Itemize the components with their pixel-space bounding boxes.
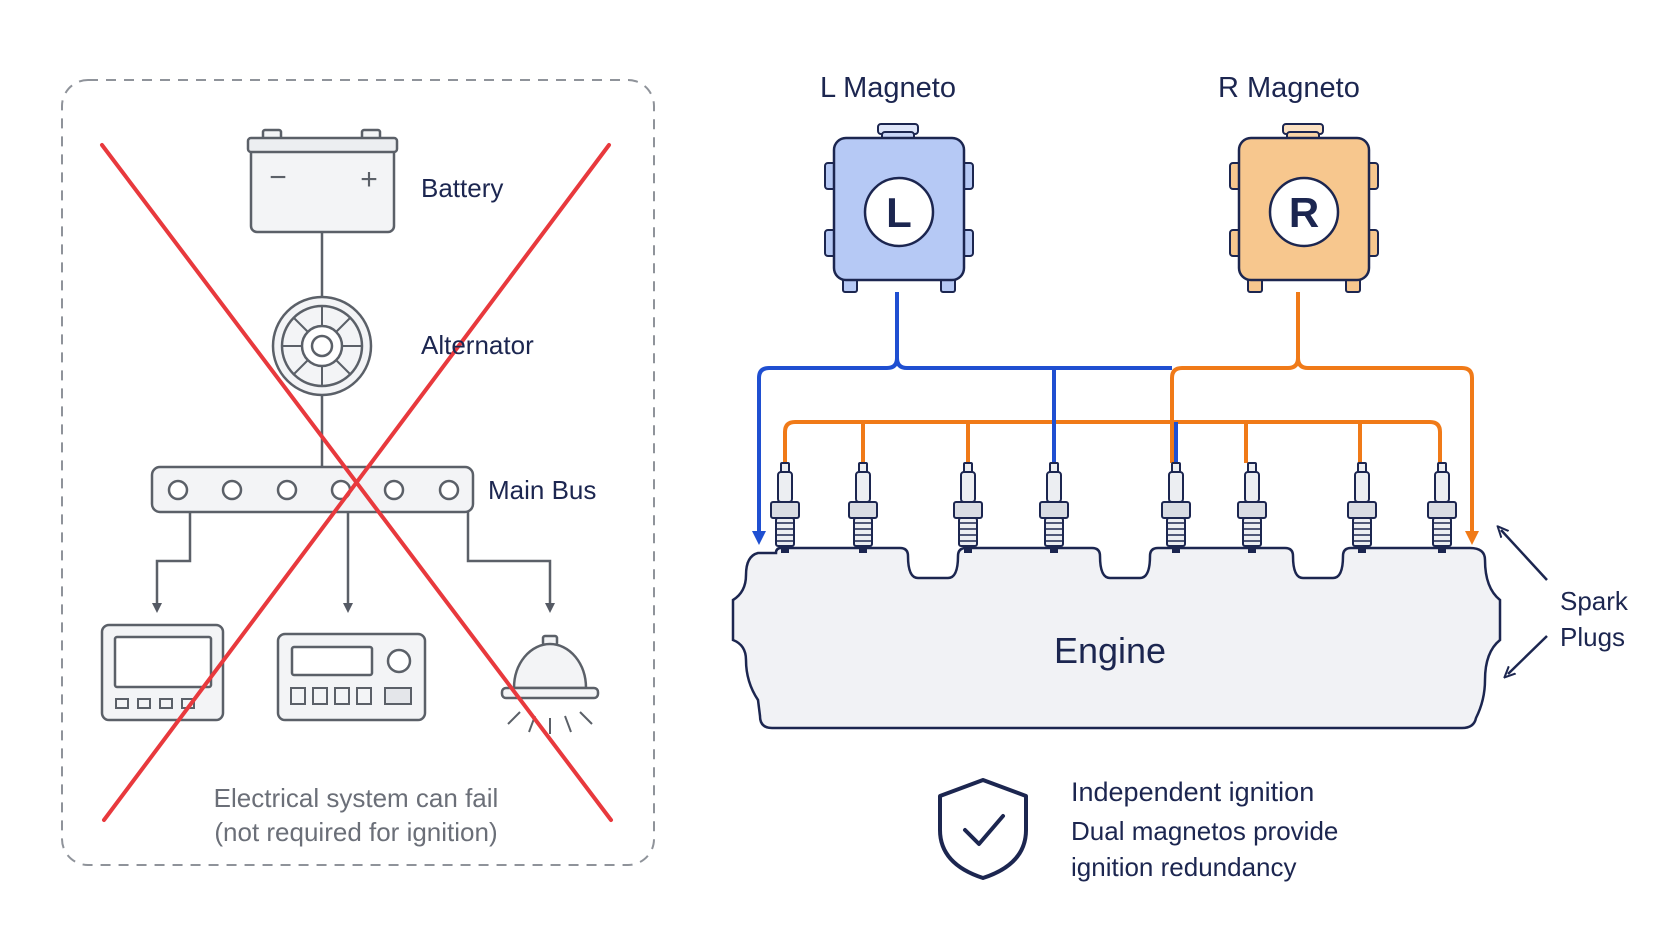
info-body-line1: Dual magnetos provide: [1071, 816, 1339, 846]
display-unit-icon: [100, 623, 225, 722]
spark-plug-icon: [1237, 462, 1267, 553]
spark-plug-icon: [1039, 462, 1069, 553]
light-icon: [500, 634, 600, 734]
right-magneto-badge: R: [1289, 189, 1319, 236]
spark-plug-icon: [953, 462, 983, 553]
electrical-note: Electrical system can fail (not required…: [156, 781, 556, 849]
battery-plus-sign: +: [360, 163, 378, 196]
spark-plug-icon: [1161, 462, 1191, 553]
battery-label: Battery: [421, 173, 504, 203]
spark-plugs-label-line2: Plugs: [1560, 622, 1626, 652]
electrical-system-panel: [61, 79, 655, 866]
battery-minus-sign: −: [269, 161, 287, 194]
spark-plugs: [770, 462, 1457, 553]
right-magneto-label: R Magneto: [1218, 72, 1360, 104]
electrical-wiring: [152, 232, 555, 613]
battery-icon: − +: [246, 128, 399, 234]
spark-plugs-label: Spark Plugs: [1560, 583, 1628, 655]
right-magneto-wiring: [783, 292, 1479, 545]
alternator-label: Alternator: [421, 330, 534, 360]
spark-plug-icon: [770, 462, 800, 553]
info-title: Independent ignition: [1071, 777, 1315, 807]
left-magneto-icon: L: [824, 123, 974, 293]
info-body: Dual magnetos provide ignition redundanc…: [1071, 813, 1338, 885]
info-body-line2: ignition redundancy: [1071, 852, 1297, 882]
spark-plug-icon: [1427, 462, 1457, 553]
left-magneto-badge: L: [886, 189, 912, 236]
shield-check-icon: [938, 778, 1028, 880]
alternator-icon: [271, 295, 373, 397]
radio-unit-icon: [276, 632, 427, 722]
left-magneto-wiring: [752, 292, 1178, 545]
spark-plug-icon: [1347, 462, 1377, 553]
failure-cross-icon: [100, 143, 613, 822]
spark-plugs-label-line1: Spark: [1560, 586, 1628, 616]
right-magneto-icon: R: [1229, 123, 1379, 293]
electrical-note-line2: (not required for ignition): [214, 817, 498, 847]
spark-plugs-callout-arrows: [1501, 530, 1548, 674]
engine-label: Engine: [1053, 630, 1167, 671]
main-bus-label: Main Bus: [488, 475, 597, 505]
engine-block-icon: [731, 546, 1502, 730]
spark-plug-icon: [848, 462, 878, 553]
main-bus-icon: [150, 465, 475, 514]
electrical-note-line1: Electrical system can fail: [213, 783, 499, 813]
left-magneto-label: L Magneto: [820, 72, 956, 104]
